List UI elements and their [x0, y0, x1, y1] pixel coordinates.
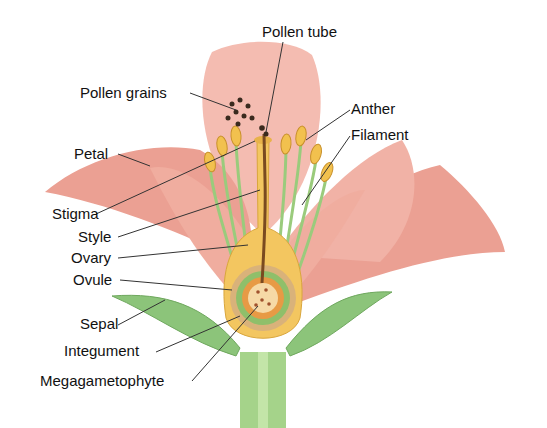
nuclei — [254, 288, 271, 307]
part-label: Pollen tube — [262, 23, 337, 41]
part-label: Stigma — [52, 205, 99, 223]
part-label: Megagametophyte — [40, 372, 164, 390]
part-label: Integument — [64, 342, 139, 360]
part-label: Style — [78, 228, 111, 246]
part-label: Ovary — [71, 249, 111, 267]
part-label: Pollen grains — [80, 84, 167, 102]
part-label: Anther — [351, 100, 395, 118]
integument-inner — [242, 277, 284, 319]
part-label: Sepal — [80, 315, 118, 333]
pollen-tube — [262, 134, 265, 283]
part-label: Filament — [351, 126, 409, 144]
stem-highlight — [258, 352, 268, 428]
pollen-grains — [226, 98, 269, 137]
stem — [240, 352, 286, 428]
megagametophyte — [248, 283, 278, 313]
part-label: Ovule — [73, 271, 112, 289]
part-label: Petal — [74, 145, 108, 163]
